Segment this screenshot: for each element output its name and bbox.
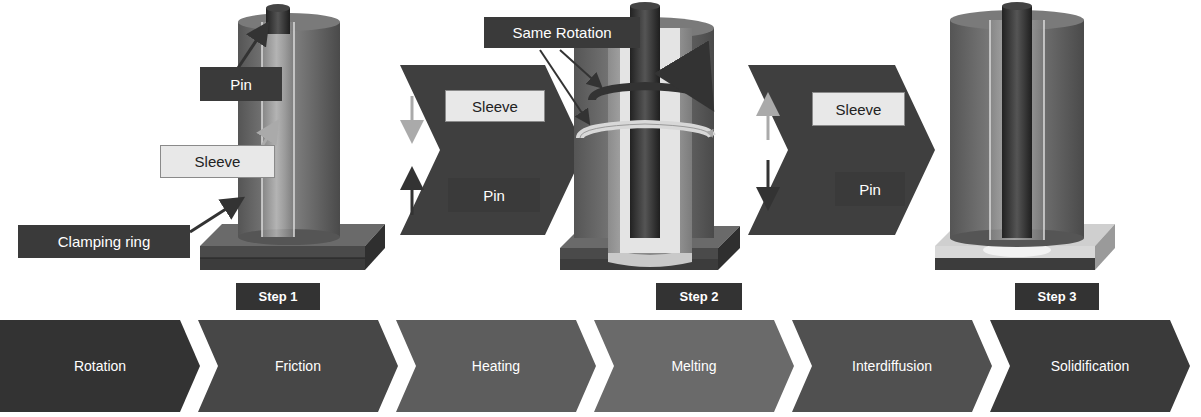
motion-arrow (767, 160, 770, 205)
stage-chevron: Heating (396, 320, 596, 412)
label-text: Sleeve (472, 98, 518, 115)
label-text: Clamping ring (58, 233, 151, 250)
label-text: Pin (859, 181, 881, 198)
chevron-fill (396, 320, 596, 412)
label-text: Melting (671, 358, 716, 374)
chevron-fill (594, 320, 794, 412)
step-label: Step 2 (656, 283, 742, 310)
stage-chevron: Melting (594, 320, 794, 412)
stage-arrow (400, 65, 585, 235)
leader-line (560, 50, 600, 86)
label-text: Friction (275, 358, 321, 374)
tool-step1 (238, 4, 340, 245)
motion-arrow (411, 96, 414, 138)
label-box: Clamping ring (18, 225, 190, 258)
motion-arrow (411, 172, 414, 215)
label-box: Pin (200, 67, 282, 101)
chevron-fill (198, 320, 398, 412)
leader-line (262, 124, 276, 146)
chevron-fill (0, 320, 200, 412)
chevron-fill (990, 320, 1190, 412)
label-text: Sleeve (195, 153, 241, 170)
leader-line (540, 50, 588, 122)
label-box: Sleeve (812, 92, 905, 126)
label-text: Step 3 (1037, 289, 1076, 304)
motion-arrow (767, 98, 770, 140)
label-box: Pin (448, 178, 540, 212)
leader-line (190, 200, 240, 232)
step-label: Step 1 (236, 283, 320, 310)
label-box: Sleeve (160, 145, 275, 178)
label-box: Sleeve (445, 90, 545, 122)
step-label: Step 3 (1015, 283, 1099, 310)
label-text: Sleeve (836, 101, 882, 118)
stage-arrow (748, 65, 935, 235)
chevron-fill (792, 320, 992, 412)
tool-step3 (950, 2, 1084, 247)
label-text: Rotation (74, 358, 126, 374)
label-text: Same Rotation (512, 24, 611, 41)
leader-line (238, 26, 266, 68)
label-text: Interdiffusion (852, 358, 932, 374)
label-text: Heating (472, 358, 520, 374)
stage-chevron: Interdiffusion (792, 320, 992, 412)
label-text: Pin (230, 76, 252, 93)
label-text: Step 1 (258, 289, 297, 304)
label-box: Same Rotation (484, 17, 640, 48)
stage-chevron: Solidification (990, 320, 1190, 412)
label-text: Pin (483, 187, 505, 204)
stage-chevron: Rotation (0, 320, 200, 412)
label-text: Step 2 (679, 289, 718, 304)
label-box: Pin (835, 172, 905, 206)
stage-chevron: Friction (198, 320, 398, 412)
label-text: Solidification (1051, 358, 1130, 374)
